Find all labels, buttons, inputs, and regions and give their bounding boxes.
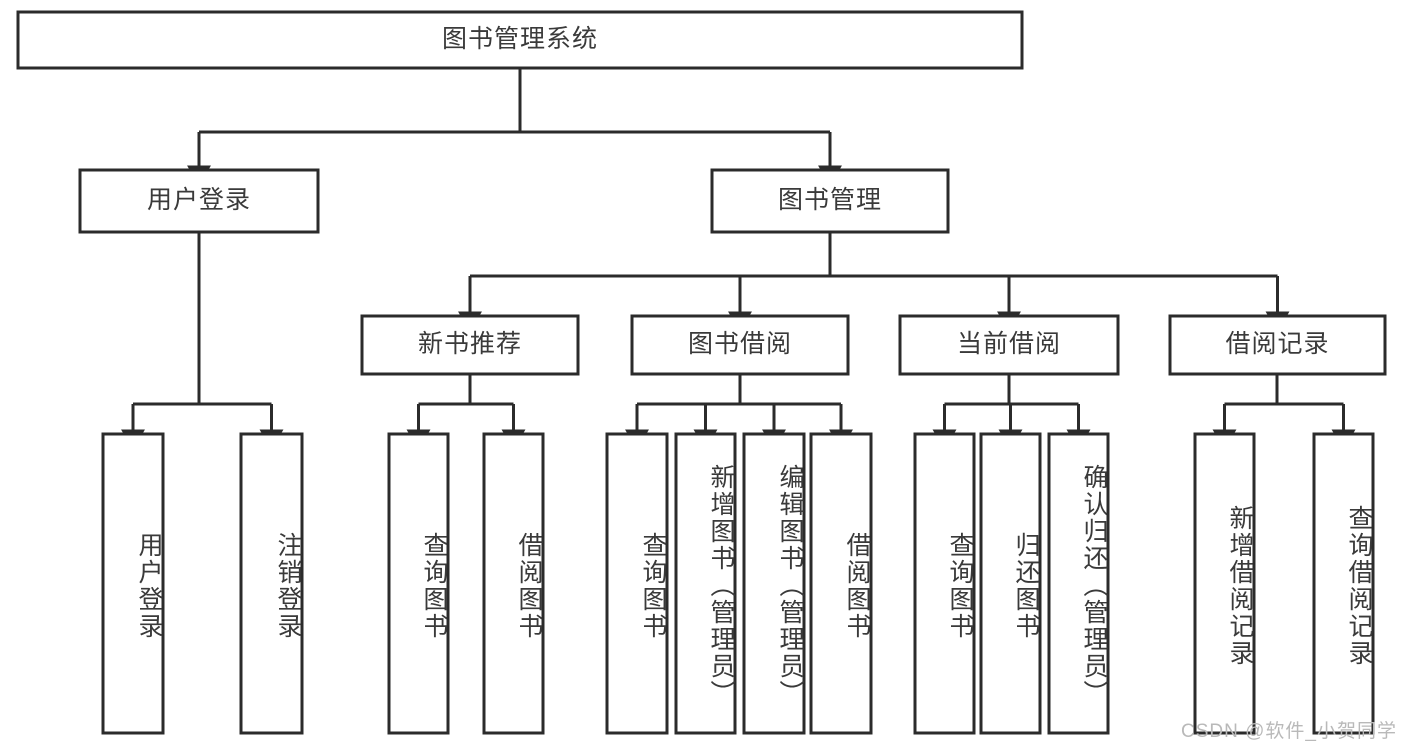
node-box-leaf_9[interactable] bbox=[979, 432, 1042, 735]
node-box-l3_2[interactable] bbox=[898, 314, 1120, 376]
boxes-layer bbox=[16, 10, 1387, 735]
node-box-leaf_6[interactable] bbox=[742, 432, 806, 735]
node-box-leaf_7[interactable] bbox=[809, 432, 873, 735]
edge-group-l2_0 bbox=[121, 232, 284, 451]
node-box-root[interactable] bbox=[16, 10, 1024, 70]
edge-group-l3_0 bbox=[406, 374, 526, 451]
node-box-leaf_2[interactable] bbox=[387, 432, 450, 735]
node-box-leaf_1[interactable] bbox=[239, 432, 304, 735]
node-box-l2_1[interactable] bbox=[710, 168, 950, 234]
node-box-l3_0[interactable] bbox=[360, 314, 580, 376]
node-box-l3_3[interactable] bbox=[1168, 314, 1387, 376]
edge-group-l3_3 bbox=[1212, 374, 1356, 451]
edge-group-root bbox=[187, 68, 842, 187]
node-box-leaf_4[interactable] bbox=[605, 432, 669, 735]
edge-group-l3_1 bbox=[625, 374, 853, 451]
edges-layer bbox=[121, 68, 1356, 451]
node-box-leaf_12[interactable] bbox=[1312, 432, 1375, 735]
node-box-l2_0[interactable] bbox=[78, 168, 320, 234]
node-box-leaf_10[interactable] bbox=[1047, 432, 1110, 735]
edge-group-l2_1 bbox=[458, 232, 1290, 333]
edge-group-l3_2 bbox=[932, 374, 1091, 451]
node-box-leaf_0[interactable] bbox=[101, 432, 165, 735]
node-box-leaf_8[interactable] bbox=[913, 432, 976, 735]
watermark: CSDN @软件_小贺同学 bbox=[1181, 721, 1397, 742]
node-box-leaf_3[interactable] bbox=[482, 432, 545, 735]
node-box-l3_1[interactable] bbox=[630, 314, 850, 376]
node-box-leaf_11[interactable] bbox=[1193, 432, 1256, 735]
node-box-leaf_5[interactable] bbox=[674, 432, 737, 735]
